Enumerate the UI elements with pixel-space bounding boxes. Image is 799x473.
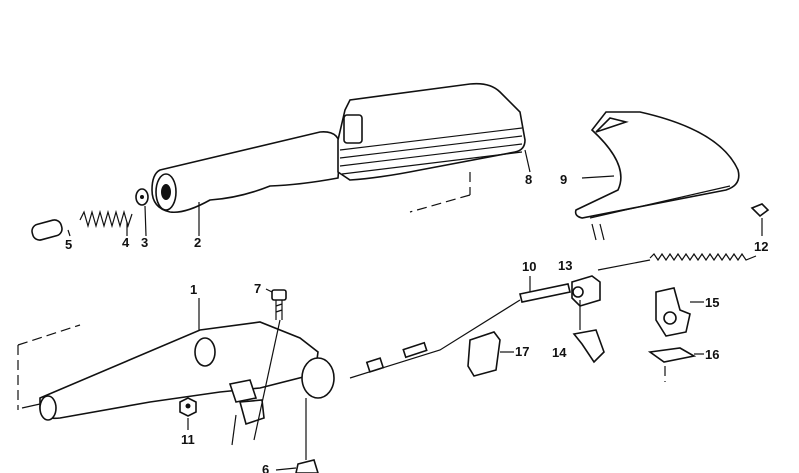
part-7-bolt — [253, 288, 287, 441]
part-3-washer — [135, 188, 149, 237]
part-16-clip — [647, 347, 704, 382]
part-12-clip — [750, 203, 770, 236]
label-part-13: 13 — [558, 258, 573, 273]
front-cable — [349, 299, 521, 379]
part-1-lever — [17, 298, 335, 446]
part-13-junction — [571, 275, 601, 307]
label-part-4: 4 — [122, 235, 130, 250]
label-part-15: 15 — [705, 295, 720, 310]
label-part-2: 2 — [194, 235, 202, 250]
label-part-3: 3 — [141, 235, 149, 250]
part-5-cap — [31, 219, 71, 241]
part-8-boot — [337, 82, 531, 213]
label-part-1: 1 — [190, 282, 198, 297]
part-17-clip — [467, 331, 514, 377]
part-14-bracket — [572, 300, 605, 364]
part-15-clamp — [655, 287, 704, 337]
part-10-sleeve — [519, 276, 571, 303]
label-part-10: 10 — [522, 259, 537, 274]
label-part-5: 5 — [65, 237, 73, 252]
rear-cable — [597, 252, 757, 271]
part-2-grip — [151, 131, 341, 236]
part-4-spring — [79, 209, 133, 236]
label-part-7: 7 — [254, 281, 262, 296]
label-part-17: 17 — [515, 344, 530, 359]
label-part-14: 14 — [552, 345, 567, 360]
label-part-8: 8 — [525, 172, 533, 187]
label-part-12: 12 — [754, 239, 769, 254]
label-part-11: 11 — [181, 432, 195, 447]
part-6-pin — [275, 398, 319, 473]
label-part-9: 9 — [560, 172, 568, 187]
label-part-16: 16 — [705, 347, 720, 362]
part-11-nut — [179, 397, 197, 430]
label-part-6: 6 — [262, 462, 270, 473]
part-9-console — [574, 111, 740, 241]
